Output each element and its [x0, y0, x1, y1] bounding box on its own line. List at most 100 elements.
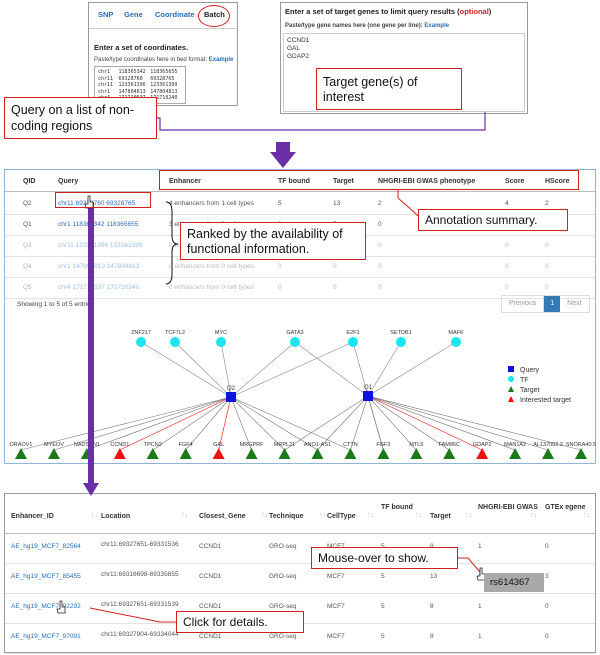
- tf-node[interactable]: [170, 337, 180, 347]
- tf-edge: [367, 341, 457, 397]
- tab-snp[interactable]: SNP: [98, 10, 114, 19]
- interested-target-node[interactable]: [476, 448, 489, 459]
- tf-edge: [140, 341, 232, 398]
- target-edge: [367, 395, 483, 451]
- query-cell-target: 0: [333, 284, 337, 291]
- target-node[interactable]: [311, 448, 324, 459]
- query-cell-tf: 5: [278, 200, 282, 207]
- target-node[interactable]: [410, 448, 423, 459]
- target-edge: [350, 395, 369, 451]
- interested-target-node[interactable]: [212, 448, 225, 459]
- col-tf-header[interactable]: TF bound: [278, 178, 310, 185]
- pagination: Previous 1 Next: [501, 295, 590, 313]
- query-node[interactable]: [226, 392, 236, 402]
- target-node[interactable]: [245, 448, 258, 459]
- enhancer-col-header[interactable]: Closest_Gene: [199, 513, 246, 520]
- enhancer-col-header[interactable]: CellType: [327, 513, 356, 520]
- target-node[interactable]: [443, 448, 456, 459]
- tf-edge: [174, 341, 232, 398]
- sort-icon[interactable]: ↑↓: [261, 512, 268, 519]
- query-cell-enhancer: 4 enhancers from 1 cell types: [169, 200, 254, 207]
- enhancer-col-header[interactable]: NHGRI-EBI GWAS: [478, 504, 538, 511]
- enhancer-cell-id[interactable]: AE_hg19_MCF7_82564: [11, 543, 81, 550]
- target-node[interactable]: [575, 448, 587, 459]
- col-query-header[interactable]: Query: [58, 178, 79, 185]
- coordinate-example-link[interactable]: Example: [208, 57, 234, 63]
- target-node[interactable]: [344, 448, 357, 459]
- enhancer-cell-target: 8: [430, 543, 434, 550]
- target-node[interactable]: [377, 448, 390, 459]
- query-cell-enhancer: 0 enhancers from 0 cell types: [169, 284, 254, 291]
- enhancer-col-header[interactable]: GTEx egene: [545, 504, 586, 511]
- target-node[interactable]: [542, 448, 555, 459]
- enhancer-col-header[interactable]: Target: [430, 513, 451, 520]
- query-cell-query[interactable]: chr4 171710537 171710240: [58, 284, 140, 291]
- tf-node[interactable]: [451, 337, 461, 347]
- enhancer-col-header[interactable]: Technique: [269, 513, 304, 520]
- query-cell-hscore: 0: [545, 263, 549, 270]
- target-node[interactable]: [47, 448, 60, 459]
- tf-node[interactable]: [216, 337, 226, 347]
- query-cell-query[interactable]: chr1 118365342 118365655: [58, 221, 139, 228]
- sort-icon[interactable]: ↑↓: [367, 512, 374, 519]
- target-node[interactable]: [80, 448, 93, 459]
- enhancer-col-header[interactable]: Enhancer_ID: [11, 513, 54, 520]
- coordinate-value: 69328765: [150, 75, 175, 82]
- tab-coordinate[interactable]: Coordinate: [155, 10, 195, 19]
- enhancer-col-header[interactable]: TF bound: [381, 504, 413, 511]
- sort-icon[interactable]: ↑↓: [530, 512, 537, 519]
- tab-gene[interactable]: Gene: [124, 10, 143, 19]
- enhancer-cell-tech: GRO-seq: [269, 603, 297, 610]
- enhancer-cell-id[interactable]: AE_hg19_MCF7_97091: [11, 633, 81, 640]
- pagination-previous[interactable]: Previous: [502, 296, 545, 312]
- sort-icon[interactable]: ↑↓: [181, 512, 188, 519]
- pagination-page-1[interactable]: 1: [544, 296, 561, 312]
- query-node[interactable]: [363, 391, 373, 401]
- col-enhancer-header[interactable]: Enhancer: [169, 178, 201, 185]
- col-qid-header[interactable]: QID: [23, 178, 36, 185]
- tf-edge: [352, 341, 369, 397]
- col-hscore-header[interactable]: HScore: [545, 178, 570, 185]
- target-node[interactable]: [509, 448, 522, 459]
- enhancer-cell-loc: chr11:69327904-69334044: [101, 631, 179, 638]
- enhancer-col-header[interactable]: Location: [101, 513, 131, 520]
- sort-icon[interactable]: ↑↓: [319, 512, 326, 519]
- target-edge: [218, 396, 232, 451]
- coordinate-value: 123361399: [150, 82, 178, 88]
- tf-node[interactable]: [136, 337, 146, 347]
- enhancer-cell-id[interactable]: AE_hg19_MCF7_85455: [11, 573, 81, 580]
- coordinate-value: chr1: [98, 69, 111, 75]
- query-cell-query[interactable]: chr11 123361396 123361399: [58, 242, 143, 249]
- sort-icon[interactable]: ↑↓: [91, 512, 98, 519]
- target-node[interactable]: [146, 448, 159, 459]
- query-cell-query[interactable]: chr1 147804813 147804813: [58, 263, 140, 270]
- col-gwas-header[interactable]: NHGRI-EBI GWAS phenotype: [378, 178, 476, 185]
- target-label: TPCN2: [144, 442, 162, 448]
- query-cell-target: 13: [333, 200, 341, 207]
- tf-node[interactable]: [348, 337, 358, 347]
- col-target-header[interactable]: Target: [333, 178, 354, 185]
- sort-icon[interactable]: ↑↓: [465, 512, 472, 519]
- coordinate-value: 171710240: [150, 95, 178, 101]
- col-score-header[interactable]: Score: [505, 178, 525, 185]
- target-node[interactable]: [15, 448, 27, 459]
- target-label: MRGPRF: [240, 442, 264, 448]
- query-cell-gwas: 0: [378, 221, 382, 228]
- target-node[interactable]: [179, 448, 192, 459]
- enhancer-cell-gtex: 3: [545, 573, 549, 580]
- sort-icon[interactable]: ↑↓: [415, 512, 422, 519]
- tf-node[interactable]: [290, 337, 300, 347]
- target-node[interactable]: [278, 448, 291, 459]
- coordinate-title: Enter a set of coordinates.: [94, 43, 189, 52]
- target-example-link[interactable]: Example: [424, 23, 450, 29]
- pagination-next[interactable]: Next: [567, 300, 582, 307]
- tf-node[interactable]: [396, 337, 406, 347]
- interested-target-node[interactable]: [113, 448, 126, 459]
- target-label: SNORA40.5: [566, 442, 596, 448]
- enhancer-cell-tf: 5: [381, 543, 385, 550]
- query-cell-box: [55, 192, 151, 208]
- sort-icon[interactable]: ↑↓: [583, 512, 590, 519]
- enhancer-cell-id[interactable]: AE_hg19_MCF7_92292: [11, 603, 81, 610]
